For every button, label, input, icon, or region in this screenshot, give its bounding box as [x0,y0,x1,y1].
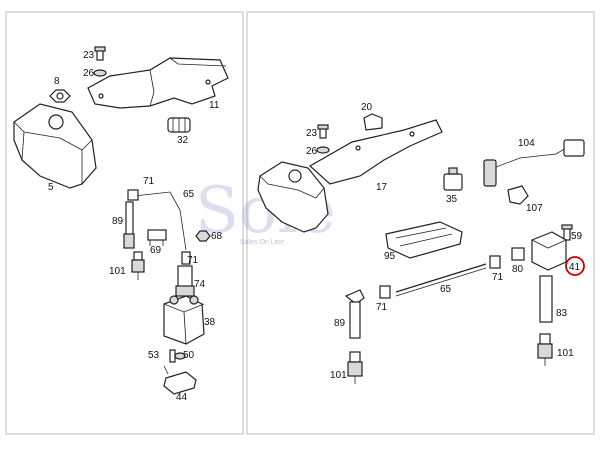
clip-20 [363,113,383,131]
callout-69: 69 [150,245,162,256]
nut-8 [49,89,71,103]
callout-71-lower: 71 [187,255,199,266]
nut-68 [195,230,211,242]
watermark-subtext: Sales On Line [240,239,284,246]
callout-35: 35 [446,194,458,205]
callout-41: 41 [569,262,581,273]
callout-32: 32 [177,135,189,146]
callout-71-upper: 71 [143,176,155,187]
bolt-59 [561,224,573,241]
callout-68: 68 [211,231,223,242]
callout-89: 89 [112,216,124,227]
callout-104: 104 [518,138,535,149]
cover-5 [13,103,97,189]
callout-101-right-a: 101 [330,370,347,381]
callout-20: 20 [361,102,373,113]
callout-95: 95 [384,251,396,262]
callout-65: 65 [183,189,195,200]
callout-11: 11 [209,100,220,111]
bolt-23-right [317,124,329,139]
spark-plug-boot-83 [539,275,553,323]
callout-80: 80 [512,264,524,275]
callout-65-right: 65 [440,284,452,295]
callout-38: 38 [204,317,216,328]
connector-71 [181,251,191,265]
right-panel-frame [246,11,595,435]
callout-23: 23 [83,50,95,61]
callout-8: 8 [54,76,60,87]
screw-53 [169,349,176,363]
callout-101: 101 [109,266,126,277]
washer-26-right [316,146,330,154]
washer-26 [93,69,107,77]
callout-5: 5 [48,182,54,193]
callout-50: 50 [183,350,195,361]
bracket-44 [163,365,197,395]
bracket-11 [87,57,229,109]
spark-plug-boot-89 [123,201,135,249]
insert-32 [167,117,191,133]
highlight-circle-41 [565,256,585,276]
left-panel: 23 26 8 11 32 5 71 65 89 69 68 101 71 74… [13,46,229,403]
connector-35 [443,167,463,191]
spark-plug-101-right-b [537,333,553,366]
callout-101-right-b: 101 [557,348,574,359]
spark-plug-101-right-a [347,351,363,384]
callout-26: 26 [83,68,95,79]
callout-23-right: 23 [306,128,318,139]
spark-plug-boot-89-right [344,289,365,339]
callout-44: 44 [176,392,188,403]
spark-plug-101 [131,251,145,280]
ignition-coil-41 [531,231,567,271]
callout-59: 59 [571,231,583,242]
callout-107: 107 [526,203,543,214]
callout-74: 74 [194,279,206,290]
coil-plug-74 [175,265,195,297]
connector-71-right-upper [489,255,501,269]
callout-17: 17 [376,182,388,193]
ignition-coil-38 [163,295,205,345]
callout-89-right: 89 [334,318,346,329]
callout-71-right-upper: 71 [492,272,504,283]
ignition-wire-65-right [395,263,487,297]
callout-26-right: 26 [306,146,318,157]
holder-69 [147,229,167,246]
coil-pack-95 [385,221,463,259]
callout-83: 83 [556,308,568,319]
sensor-107 [507,185,529,205]
cover-right [257,161,329,233]
washer-50 [174,352,186,360]
connector-80 [511,247,525,261]
callout-53: 53 [148,350,160,361]
connector-71-right-lower [379,285,391,299]
cover-17 [308,119,443,185]
ignition-wire-65 [127,189,187,251]
callout-71-right-lower: 71 [376,302,388,313]
wiring-harness-104 [483,139,585,187]
bolt-23 [94,46,106,61]
left-panel-frame [5,11,244,435]
right-panel: 20 23 26 104 17 35 107 59 95 41 80 71 65… [257,102,585,384]
